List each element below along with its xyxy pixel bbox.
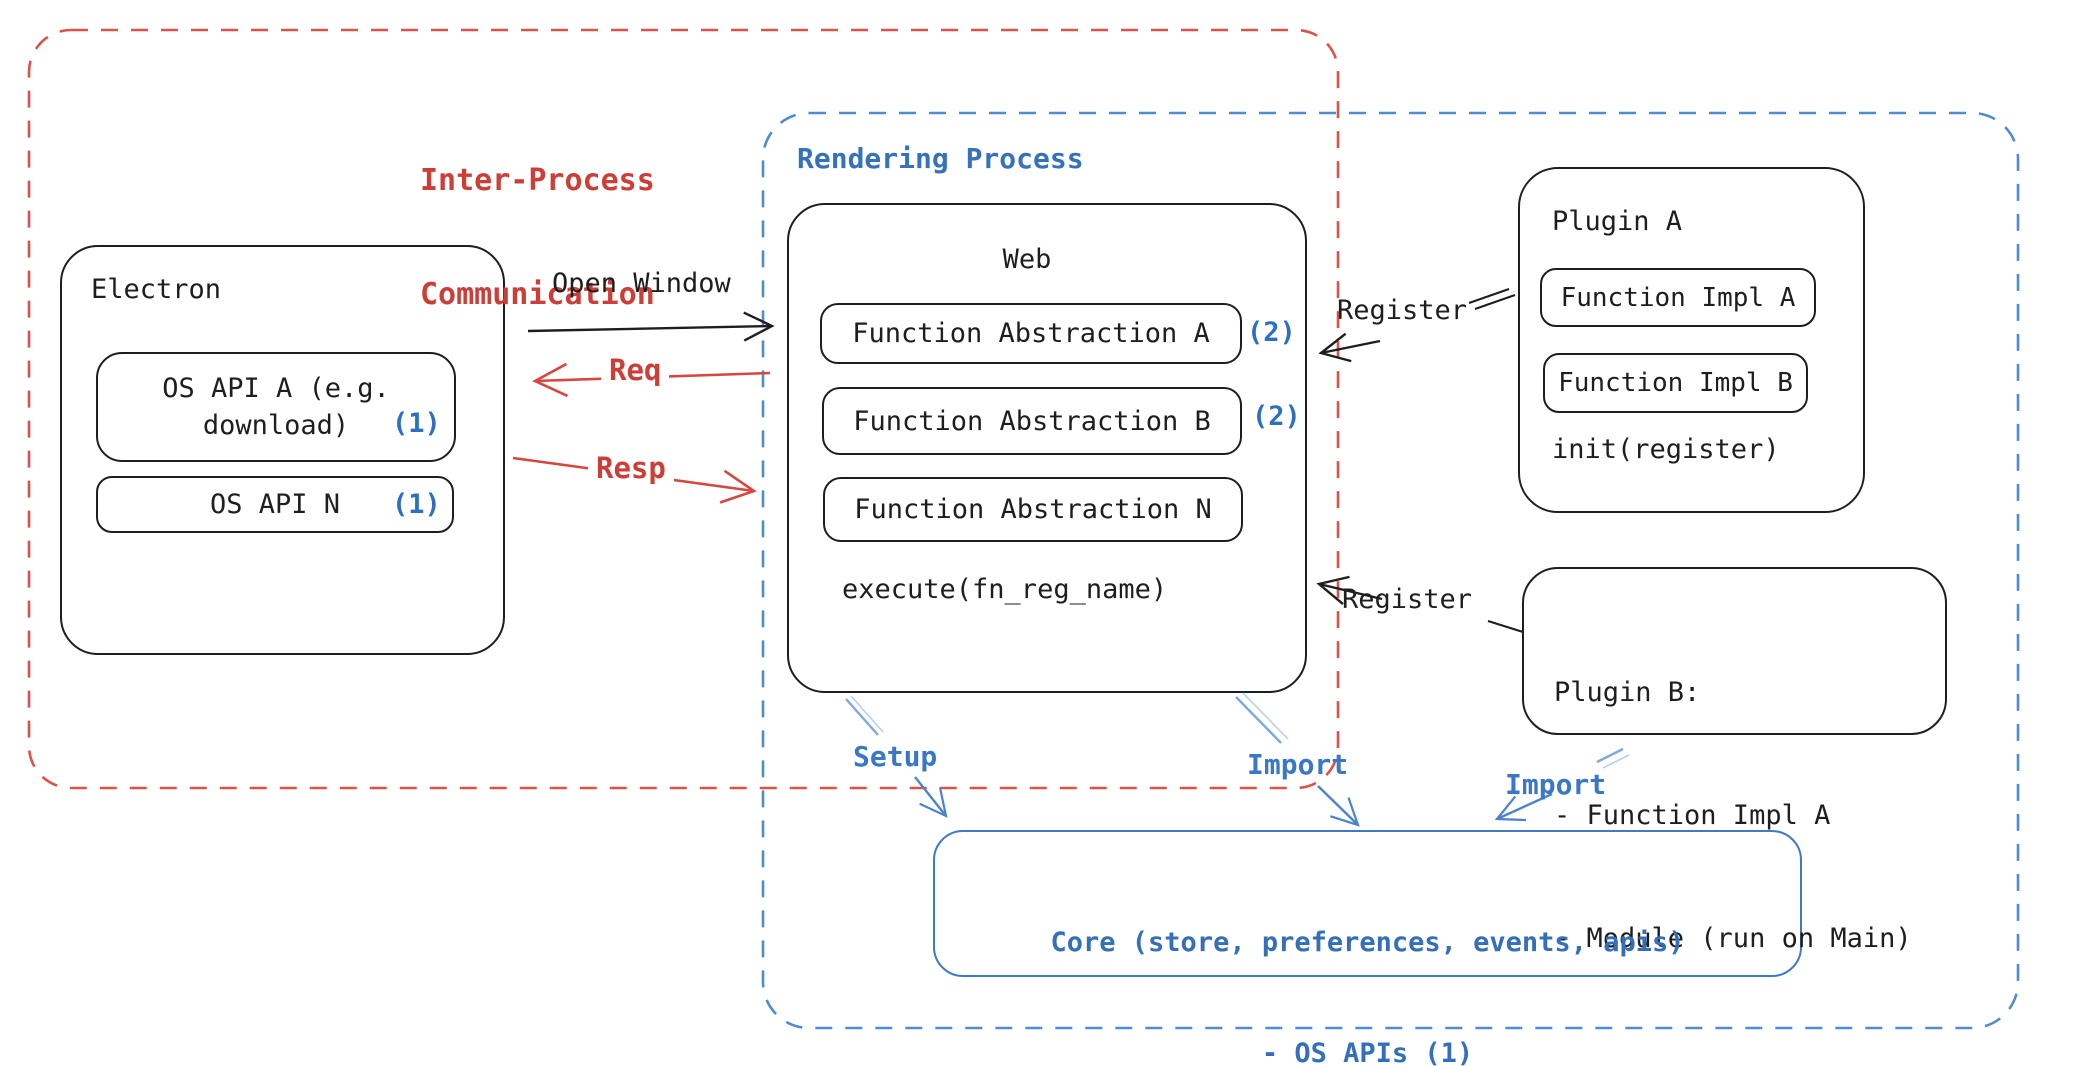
ipc-group-label: Inter-Process Communication [420,86,655,390]
electron-title: Electron [91,274,222,305]
open-window-arrow [527,311,775,342]
plugin-a-title: Plugin A [1552,206,1683,237]
os-api-a-ref-badge: (1) [392,408,441,439]
import-web-arrow [1235,692,1360,827]
os-api-n-box: OS API N [96,476,454,533]
import-plugin-arrow [1494,747,1630,822]
function-abstraction-n-box: Function Abstraction N [823,477,1243,542]
resp-label: Resp [588,451,674,485]
core-os-apis-line: - OS APIs (1) [1261,1038,1474,1066]
function-impl-b-label: Function Impl B [1558,368,1793,398]
plugin-b-item-impl-a: - Function Impl A [1554,800,1831,831]
ipc-group-label-line1: Inter-Process [420,163,655,198]
function-abstraction-b-ref-badge: (2) [1252,401,1301,432]
core-box [933,830,1802,977]
import-plugin-label: Import [1505,768,1607,801]
setup-arrow [845,695,948,818]
os-api-a-label-line2: download) [202,410,350,441]
os-api-n-label: OS API N [209,489,341,520]
os-api-n-ref-badge: (1) [392,489,441,520]
register-b-arrow [1316,575,1524,634]
ipc-group-label-line2: Communication [420,277,655,312]
function-abstraction-a-ref-badge: (2) [1247,317,1296,348]
core-text: Core (store, preferences, events, apis) … [933,850,1802,1066]
req-label: Req [601,353,670,387]
plugin-b-item-module: - Module (run on Main) [1554,923,1912,954]
os-api-a-box: OS API A (e.g. download) [96,352,456,462]
register-b-label: Register [1342,584,1473,615]
plugin-b-text: Plugin B: - Function Impl A - Module (ru… [1554,590,1912,1041]
plugin-b-box [1522,567,1947,735]
core-title-line: Core (store, preferences, events, apis) [1050,927,1685,958]
function-abstraction-n-label: Function Abstraction N [854,494,1212,525]
function-abstraction-b-box: Function Abstraction B [822,387,1242,455]
open-window-label: Open Window [552,268,731,299]
os-api-a-label-line1: OS API A (e.g. [162,373,390,404]
function-impl-b-box: Function Impl B [1543,353,1808,413]
function-abstraction-b-label: Function Abstraction B [853,405,1211,437]
execute-label: execute(fn_reg_name) [842,574,1168,605]
rendering-group-label: Rendering Process [797,142,1084,175]
web-title: Web [1002,244,1052,275]
register-a-arrow [1318,288,1516,363]
register-a-label: Register [1337,295,1468,326]
import-web-label: Import [1247,748,1349,781]
plugin-b-title: Plugin B: [1554,677,1701,708]
function-impl-a-box: Function Impl A [1540,268,1816,327]
function-abstraction-a-label: Function Abstraction A [852,318,1210,349]
function-abstraction-a-box: Function Abstraction A [820,303,1242,364]
function-impl-a-label: Function Impl A [1560,282,1796,313]
ipc-boundary-box [27,28,1340,790]
setup-label: Setup [853,740,938,773]
init-register-label: init(register) [1552,434,1780,465]
rendering-boundary-box [761,111,2020,1030]
plugin-a-box [1518,167,1865,513]
